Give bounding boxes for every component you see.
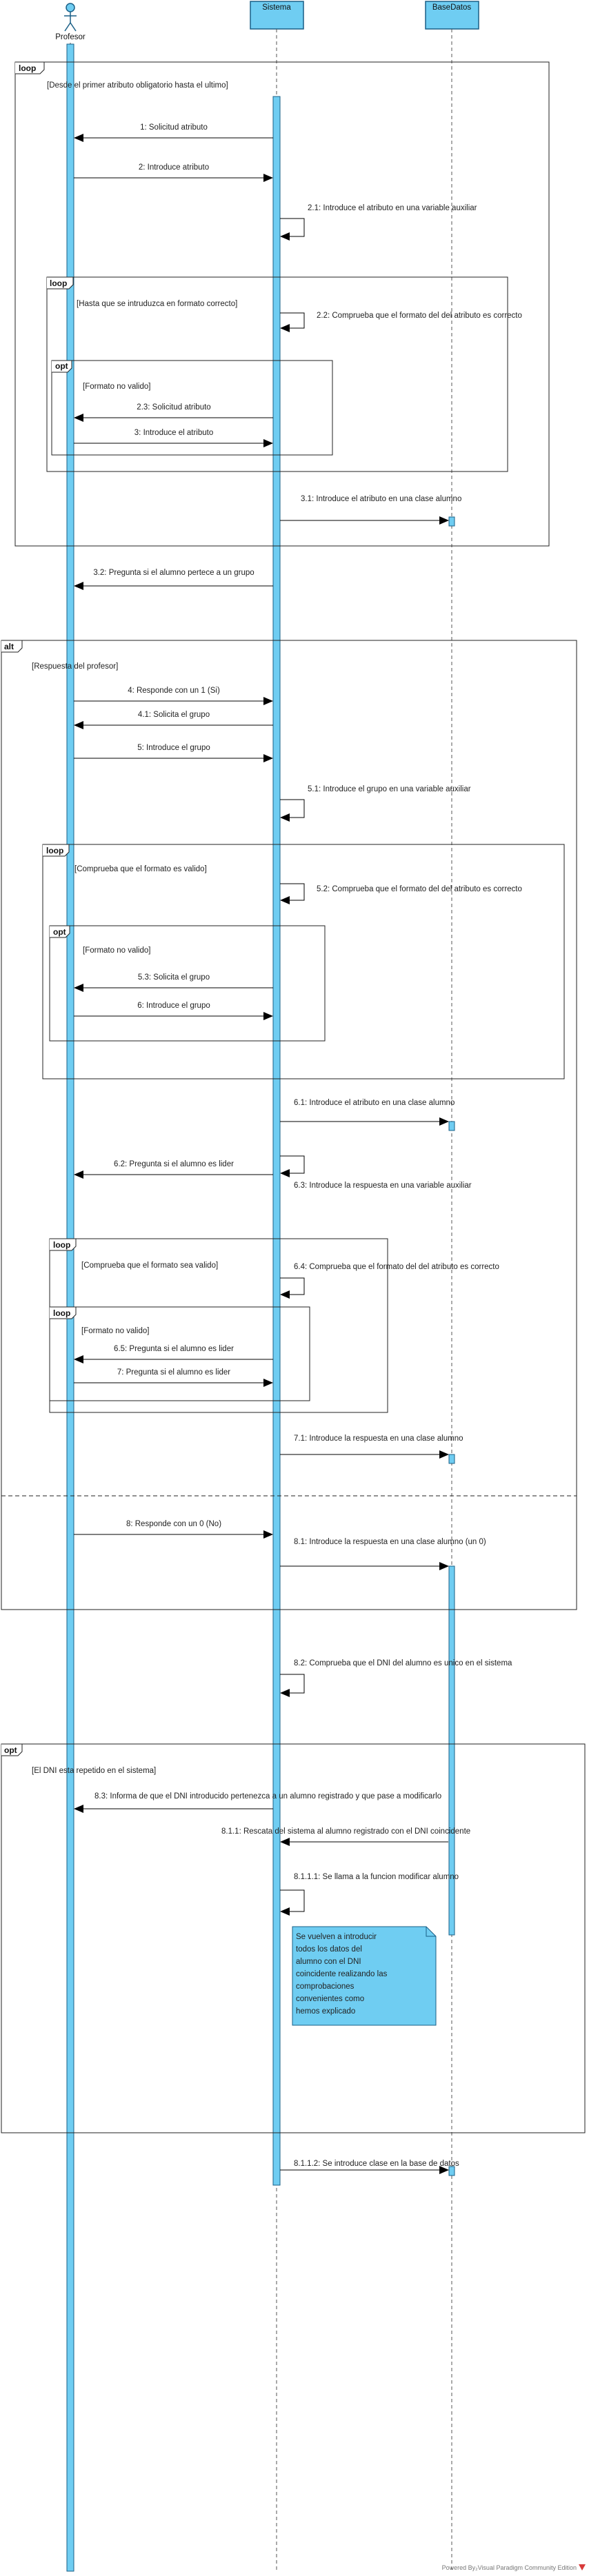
fragment-guard: [Desde el primer atributo obligatorio ha… (47, 81, 228, 90)
note-line: Se vuelven a introducir (296, 1933, 377, 1941)
fragment-kw: alt (4, 642, 14, 651)
msg-label: 6.4: Comprueba que el formato del del at… (294, 1263, 499, 1271)
msg-label: 5.2: Comprueba que el formato del del at… (317, 885, 522, 893)
msg-6-4 (280, 1277, 305, 1299)
fragment-opt-formato (51, 360, 333, 456)
fragment-kw: opt (4, 1745, 17, 1755)
fragment-kw: loop (46, 846, 63, 855)
msg-label: 5.3: Solicita el grupo (138, 973, 210, 982)
msg-8-2 (280, 1674, 305, 1697)
lifeline-basedatos-head[interactable]: BaseDatos (425, 1, 479, 30)
msg-label: 7: Pregunta si el alumno es lider (117, 1368, 230, 1377)
msg-8-1-1-1 (280, 1889, 305, 1916)
activation-basedatos-4 (448, 1565, 455, 1936)
msg-label: 4.1: Solicita el grupo (138, 711, 210, 719)
activation-sistema (272, 96, 281, 2186)
msg-label: 2: Introduce atributo (139, 163, 209, 172)
fragment-alt-respuesta (1, 640, 577, 1610)
fragment-opt-grupo (49, 925, 326, 1042)
msg-label: 8.1: Introduce la respuesta en una clase… (294, 1538, 486, 1546)
msg-label: 2.2: Comprueba que el formato del del at… (317, 312, 522, 320)
msg-label: 8.3: Informa de que el DNI introducido p… (94, 1792, 441, 1801)
msg-label: 3.1: Introduce el atributo en una clase … (301, 495, 461, 503)
msg-label: 2.1: Introduce el atributo en una variab… (308, 204, 477, 212)
note-line: hemos explicado (296, 2007, 355, 2016)
msg-label: 5: Introduce el grupo (137, 744, 210, 752)
msg-label: 6.2: Pregunta si el alumno es lider (114, 1160, 234, 1168)
msg-2-1 (280, 218, 305, 241)
fragment-guard: [Formato no valido] (81, 1327, 149, 1335)
msg-5-2 (280, 883, 305, 904)
visual-paradigm-logo-icon (579, 2564, 586, 2570)
fragment-loop-grupo (42, 844, 565, 1079)
msg-6-3 (280, 1155, 305, 1177)
msg-label: 3: Introduce el atributo (134, 429, 213, 437)
fragment-guard: [Hasta que se intruduzca en formato corr… (77, 300, 237, 308)
fragment-kw: loop (19, 63, 36, 73)
fragment-kw: loop (53, 1308, 70, 1318)
msg-label: 7.1: Introduce la respuesta en una clase… (294, 1434, 463, 1443)
msg-2-2 (280, 312, 305, 332)
fragment-guard: [Respuesta del profesor] (32, 662, 118, 671)
msg-label: 1: Solicitud atributo (140, 123, 208, 132)
fragment-guard: [Comprueba que el formato es valido] (74, 865, 207, 873)
actor-profesor[interactable]: Profesor (55, 3, 86, 41)
fragment-kw: opt (53, 927, 66, 937)
sistema-label: Sistema (262, 3, 291, 12)
fragment-loop-atributos (14, 61, 550, 547)
fragment-guard: [Formato no valido] (83, 383, 150, 391)
note-line: convenientes como (296, 1995, 364, 2003)
fragment-kw: loop (53, 1240, 70, 1250)
msg-label: 4: Responde con un 1 (Si) (128, 687, 220, 695)
msg-label: 2.3: Solicitud atributo (137, 403, 210, 412)
footer-credit: Powered By₂Visual Paradigm Community Edi… (442, 2564, 577, 2571)
lifeline-sistema-head[interactable]: Sistema (250, 1, 304, 30)
msg-label: 8.1.1.1: Se llama a la funcion modificar… (294, 1873, 459, 1881)
msg-label: 5.1: Introduce el grupo en una variable … (308, 785, 471, 793)
note-line: coincidente realizando las (296, 1970, 388, 1978)
fragment-guard: [Comprueba que el formato sea valido] (81, 1261, 218, 1270)
msg-label: 6.3: Introduce la respuesta en una varia… (294, 1181, 472, 1190)
actor-label: Profesor (55, 33, 86, 41)
activation-basedatos-5 (448, 2166, 455, 2176)
msg-label: 8.1.1: Rescata del sistema al alumno reg… (221, 1827, 470, 1836)
note-line: comprobaciones (296, 1982, 355, 1991)
basedatos-label: BaseDatos (432, 3, 472, 12)
msg-label: 8.1.1.2: Se introduce clase en la base d… (294, 2160, 459, 2168)
msg-label: 8: Responde con un 0 (No) (126, 1520, 221, 1528)
fragment-loop-lider-invalido (49, 1306, 310, 1401)
activation-basedatos-1 (448, 516, 455, 527)
msg-label: 6.1: Introduce el atributo en una clase … (294, 1099, 455, 1107)
fragment-loop-formato (46, 276, 508, 472)
msg-label: 8.2: Comprueba que el DNI del alumno es … (294, 1659, 512, 1667)
activation-basedatos-2 (448, 1121, 455, 1131)
msg-label: 6.5: Pregunta si el alumno es lider (114, 1345, 234, 1353)
activation-basedatos-3 (448, 1454, 455, 1464)
msg-label: 6: Introduce el grupo (137, 1002, 210, 1010)
msg-5-1 (280, 799, 305, 822)
fragment-guard: [El DNI esta repetido en el sistema] (32, 1767, 156, 1775)
note: Se vuelven a introducir todos los datos … (292, 1926, 437, 2026)
note-line: todos los datos del (296, 1945, 362, 1954)
fragment-kw: loop (50, 278, 67, 288)
note-line: alumno con el DNI (296, 1958, 361, 1966)
fragment-guard: [Formato no valido] (83, 946, 150, 955)
fragment-opt-dni (1, 1743, 586, 2133)
fragment-kw: opt (55, 361, 68, 371)
msg-label: 3.2: Pregunta si el alumno pertece a un … (93, 569, 254, 577)
